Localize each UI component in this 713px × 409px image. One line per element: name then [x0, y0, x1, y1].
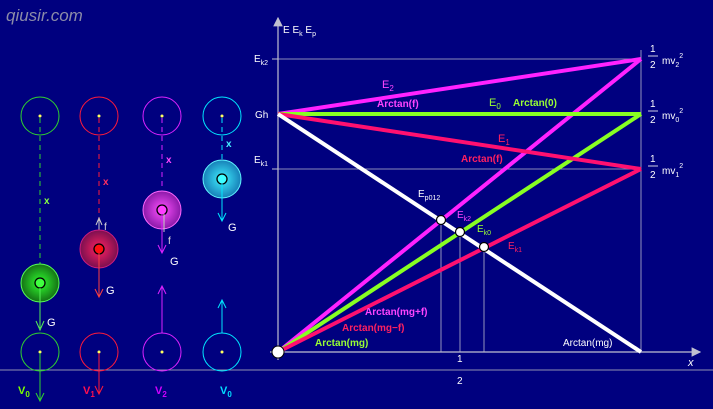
- intersection-ek2: [435, 214, 447, 226]
- ball-start-outline: [79, 96, 119, 136]
- displacement-label: x: [226, 139, 232, 150]
- label-ek2: Ek2: [457, 210, 471, 223]
- label-arctan-f-mid: Arctan(f): [461, 154, 503, 165]
- ball-end-outline: [142, 332, 182, 372]
- label-arctan-0: Arctan(0): [513, 98, 557, 109]
- e2-line: [277, 57, 642, 116]
- velocity-label-v2: V2: [155, 385, 167, 399]
- ball-column-purple: x f G: [142, 96, 182, 372]
- svg-text:1: 1: [650, 99, 656, 110]
- ball-start-outline: [20, 96, 60, 136]
- displacement-label: x: [44, 196, 50, 207]
- label-ep012: Ep012: [418, 189, 440, 202]
- ball-start-outline: [142, 96, 182, 136]
- y-level-ek1: Ek1: [254, 155, 268, 168]
- label-e2: E2: [382, 79, 394, 93]
- svg-text:2: 2: [650, 170, 656, 181]
- ek1-line: [277, 167, 642, 354]
- ball-start-outline: [202, 96, 242, 136]
- label-arctan-mg-right: Arctan(mg): [563, 338, 612, 349]
- fraction-mv2: 1 2 mv22: [648, 44, 683, 71]
- x-axis-label: x: [687, 357, 694, 369]
- gravity-label: G: [170, 256, 179, 268]
- y-axis-title: E Ek Ep: [283, 25, 316, 38]
- y-level-ek2: Ek2: [254, 54, 268, 67]
- svg-text:2: 2: [650, 115, 656, 126]
- svg-text:mv12: mv12: [662, 163, 683, 179]
- ball-end-outline: [202, 332, 242, 372]
- svg-text:1: 1: [650, 44, 656, 55]
- watermark: qiusir.com: [6, 6, 83, 25]
- label-ek1: Ek1: [508, 241, 522, 254]
- label-arctan-mg-plus-f: Arctan(mg+f): [365, 307, 428, 318]
- e1-line: [277, 112, 642, 171]
- label-arctan-mg-minus-f: Arctan(mg−f): [342, 323, 405, 334]
- label-arctan-mg: Arctan(mg): [315, 338, 368, 349]
- fraction-mv0: 1 2 mv02: [648, 99, 683, 126]
- gridlines: [278, 50, 642, 352]
- y-level-gh: Gh: [255, 110, 268, 121]
- svg-text:mv22: mv22: [662, 53, 683, 69]
- ball-column-green: x G: [20, 96, 60, 403]
- intersection-ek0: [454, 226, 466, 238]
- gravity-label: G: [106, 285, 115, 297]
- origin-marker: [271, 345, 285, 359]
- velocity-label-v0-left: V0: [18, 385, 30, 399]
- gravity-label: G: [47, 317, 56, 329]
- velocity-label-v0-right: V0: [220, 385, 232, 399]
- displacement-label: x: [166, 155, 172, 166]
- svg-text:mv02: mv02: [662, 108, 683, 124]
- fraction-mv1: 1 2 mv12: [648, 154, 683, 181]
- friction-label: f: [104, 222, 107, 233]
- label-arctan-f-top: Arctan(f): [377, 99, 419, 110]
- velocity-label-v1: V1: [83, 385, 95, 399]
- label-e0: E0: [489, 97, 501, 111]
- intersection-ek1: [478, 241, 490, 253]
- label-e1: E1: [498, 133, 510, 147]
- friction-label: f: [168, 236, 171, 247]
- label-ek0: Ek0: [477, 224, 491, 237]
- displacement-label: x: [103, 177, 109, 188]
- gravity-label: G: [228, 222, 237, 234]
- ball-column-red: x f G: [79, 96, 119, 396]
- svg-text:1: 1: [650, 154, 656, 165]
- x-tick-1: 1: [457, 354, 463, 365]
- ek2-line: [276, 57, 643, 354]
- ball-column-cyan: x G: [202, 96, 242, 372]
- svg-text:2: 2: [650, 60, 656, 71]
- x-tick-2: 2: [457, 376, 463, 387]
